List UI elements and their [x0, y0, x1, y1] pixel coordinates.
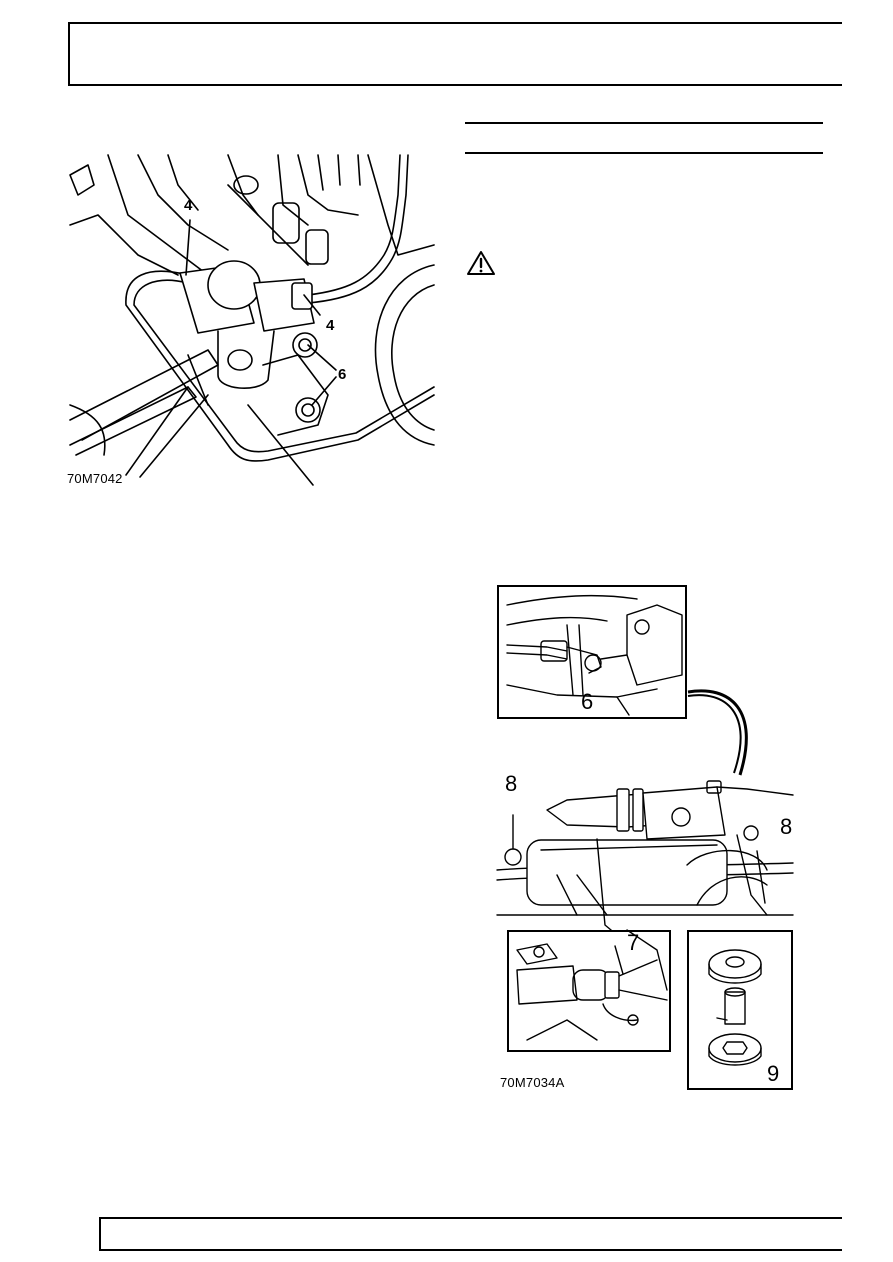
figure-2-main-assembly — [496, 780, 794, 936]
page-header-frame — [68, 22, 842, 86]
figure-2-callout-8-right: 8 — [780, 814, 793, 839]
warning-triangle-icon — [467, 251, 495, 275]
figure-2-callout-6: 6 — [581, 689, 594, 714]
figure-2-code: 70M7034A — [500, 1075, 565, 1090]
page-footer-frame — [99, 1217, 842, 1251]
figure-2-inset-bottom-right — [687, 930, 793, 1090]
figure-1-callout-4-right: 4 — [326, 317, 335, 334]
figure-1-illustration — [69, 154, 435, 486]
figure-2-callout-9: 9 — [767, 1061, 780, 1086]
figure-2-pointer — [687, 689, 748, 776]
figure-2-callout-7: 7 — [627, 930, 640, 955]
figure-2-inset-top — [497, 585, 687, 719]
figure-2-inset-bottom-left — [507, 929, 671, 1052]
section-rule-top — [465, 122, 823, 124]
figure-1-code: 70M7042 — [67, 471, 123, 486]
figure-1-callout-4-top: 4 — [184, 197, 193, 214]
section-rule-bottom — [465, 152, 823, 154]
figure-1-callout-6: 6 — [338, 366, 347, 383]
figure-2-callout-8-left: 8 — [505, 771, 518, 796]
